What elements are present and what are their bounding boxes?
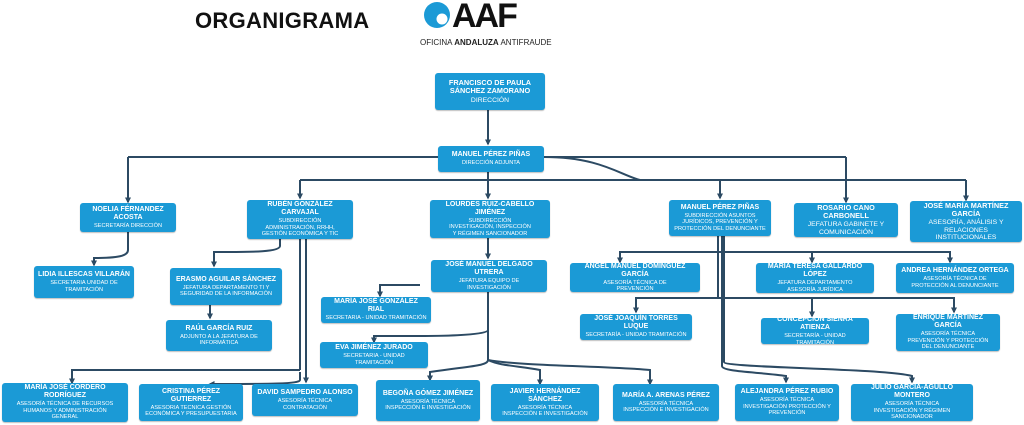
node-david: DAVID SAMPEDRO ALONSO ASESORÍA TÉCNICA C… — [252, 384, 358, 416]
page-title: ORGANIGRAMA — [195, 8, 370, 33]
connector-javier — [487, 359, 543, 386]
node-ruben: RUBÉN GONZÁLEZ CARVAJAL SUBDIRECCIÓN ADM… — [247, 200, 353, 239]
node-rosario: ROSARIO CANO CARBONELL JEFATURA GABINETE… — [794, 203, 898, 237]
connector-erasmo — [211, 239, 281, 268]
logo: AAF OFICINA ANDALUZA ANTIFRAUDE — [418, 0, 558, 52]
node-eva: EVA JIMÉNEZ JURADO SECRETARIA - UNIDAD T… — [320, 342, 428, 368]
node-jmdelgado: JOSÉ MANUEL DELGADO UTRERA JEFATURA EQUI… — [431, 260, 547, 292]
connector-alejandra — [721, 236, 789, 384]
node-arenas: MARÍA A. ARENAS PÉREZ ASESORÍA TÉCNICA I… — [613, 384, 719, 421]
node-begona: BEGOÑA GÓMEZ JIMÉNEZ ASESORÍA TÉCNICA IN… — [376, 380, 480, 421]
logo-subtitle: OFICINA ANDALUZA ANTIFRAUDE — [420, 38, 552, 47]
node-manuel2: MANUEL PÉREZ PIÑAS SUBDIRECCIÓN ASUNTOS … — [669, 200, 771, 236]
connector-mteresa — [718, 251, 815, 264]
node-concepcion: CONCEPCIÓN SIENRA ATIENZA SECRETARÍA - U… — [761, 318, 869, 344]
node-alejandra: ALEJANDRA PÉREZ RUBIO ASESORÍA TÉCNICA I… — [735, 384, 839, 421]
node-lourdes: LOURDES RUIZ-CABELLO JIMÉNEZ SUBDIRECCIÓ… — [430, 200, 550, 238]
connector-arenas — [487, 359, 653, 386]
connector-mjcordero — [69, 369, 300, 385]
connector-lidia — [91, 232, 129, 267]
node-director: FRANCISCO DE PAULA SÁNCHEZ ZAMORANO DIRE… — [435, 73, 545, 110]
connector-begona — [427, 330, 489, 382]
node-lidia: LIDIA ILLESCAS VILLARÁN SECRETARIA UNIDA… — [34, 266, 134, 298]
node-joseq: JOSÉ JOAQUÍN TORRES LUQUE SECRETARÍA - U… — [580, 314, 692, 340]
connector-andrea — [718, 251, 953, 264]
node-angel: ÁNGEL MANUEL DOMÍNGUEZ GARCÍA ASESORÍA T… — [570, 263, 700, 292]
node-raul: RAÚL GARCÍA RUIZ ADJUNTO A LA JEFATURA D… — [166, 320, 272, 351]
node-mteresa: MARÍA TERESA GALLARDO LÓPEZ JEFATURA DEP… — [756, 263, 874, 293]
node-andrea: ANDREA HERNÁNDEZ ORTEGA ASESORÍA TÉCNICA… — [896, 263, 1014, 293]
node-erasmo: ERASMO AGUILAR SÁNCHEZ JEFATURA DEPARTAM… — [170, 268, 282, 305]
connector-mjrial — [377, 284, 420, 298]
node-julio: JULIO GARCÍA-AGULLÓ MONTERO ASESORÍA TÉC… — [851, 384, 973, 421]
node-noelia: NOELIA FÉRNANDEZ ACOSTA SECRETARÍA DIREC… — [80, 203, 176, 232]
node-jmmartinez: JOSÉ MARÍA MARTÍNEZ GARCÍA ASESORÍA, ANÁ… — [910, 201, 1022, 242]
node-adjunta: MANUEL PÉREZ PIÑAS DIRECCIÓN ADJUNTA — [438, 146, 544, 172]
aaf-logo-icon: AAF — [424, 0, 519, 35]
node-cristina: CRISTINA PÉREZ GUTIERREZ ASESORIA TECNIC… — [139, 384, 243, 421]
node-enrique: ENRIQUE MARTÍNEZ GARCÍA ASESORÍA TÉCNICA… — [896, 314, 1000, 351]
connector-angel — [617, 236, 719, 264]
connector-adjunta-right — [543, 156, 641, 181]
node-mjcordero: MARÍA JOSÉ CORDERO RODRÍGUEZ ASESORÍA TÉ… — [2, 383, 128, 422]
connector-julio — [723, 236, 915, 384]
connector-cristina — [208, 372, 301, 387]
connector-enrique — [718, 297, 957, 314]
node-javier: JAVIER HERNÁNDEZ SÁNCHEZ ASESORÍA TÉCNIC… — [491, 384, 599, 421]
logo-text: AAF — [452, 0, 517, 35]
node-mjrial: MARÍA JOSÉ GONZÁLEZ RIAL SECRETARIA - UN… — [321, 297, 431, 323]
connector-concepcion — [718, 297, 815, 318]
